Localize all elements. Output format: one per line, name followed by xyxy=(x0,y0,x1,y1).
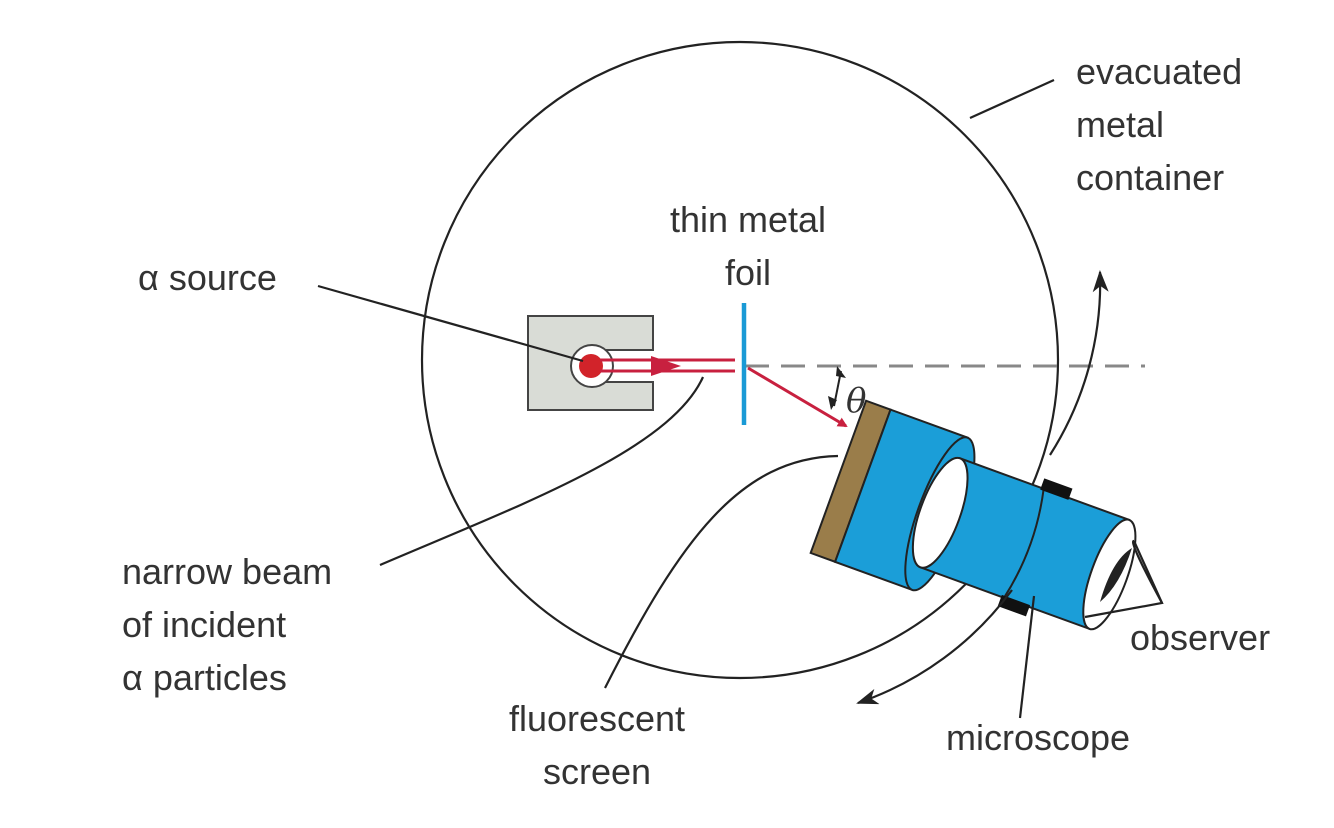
container-label-line2: metal xyxy=(1076,104,1164,145)
container-label-line1: evacuated xyxy=(1076,51,1242,92)
beam-leader xyxy=(379,376,705,567)
beam-label-line3: α particles xyxy=(122,657,287,698)
microscope xyxy=(809,399,1137,631)
scattered-beam xyxy=(747,366,848,428)
rotation-arrow-up xyxy=(1049,270,1109,456)
screen-label-line2: screen xyxy=(543,751,651,792)
source-leader xyxy=(317,284,584,363)
beam-arrowhead xyxy=(651,356,681,376)
microscope-label: microscope xyxy=(946,717,1130,758)
beam-label-line2: of incident xyxy=(122,604,286,645)
microscope-clamp-bottom xyxy=(997,594,1031,617)
foil-label-line2: foil xyxy=(725,252,771,293)
container-circle xyxy=(420,40,1060,680)
microscope-joint xyxy=(1003,488,1045,599)
microscope-clamp-top xyxy=(1040,478,1073,500)
beam-label-line1: narrow beam xyxy=(122,551,332,592)
rotation-arrow-down xyxy=(856,589,1013,705)
eye-icon xyxy=(1084,539,1164,619)
observer-label: observer xyxy=(1130,617,1270,658)
container-leader xyxy=(969,78,1055,120)
foil-label-line1: thin metal xyxy=(670,199,826,240)
angle-indicator-tip-bottom xyxy=(828,396,837,410)
angle-indicator-tip-top xyxy=(836,366,846,378)
screen-leader xyxy=(604,454,839,689)
microscope-eyepiece xyxy=(1082,518,1137,631)
container-label-line3: container xyxy=(1076,157,1224,198)
alpha-source-dot xyxy=(579,354,603,378)
source-label: α source xyxy=(138,257,277,298)
microscope-mid-lens xyxy=(911,456,969,569)
microscope-leader xyxy=(1018,595,1036,719)
screen-label-line1: fluorescent xyxy=(509,698,685,739)
